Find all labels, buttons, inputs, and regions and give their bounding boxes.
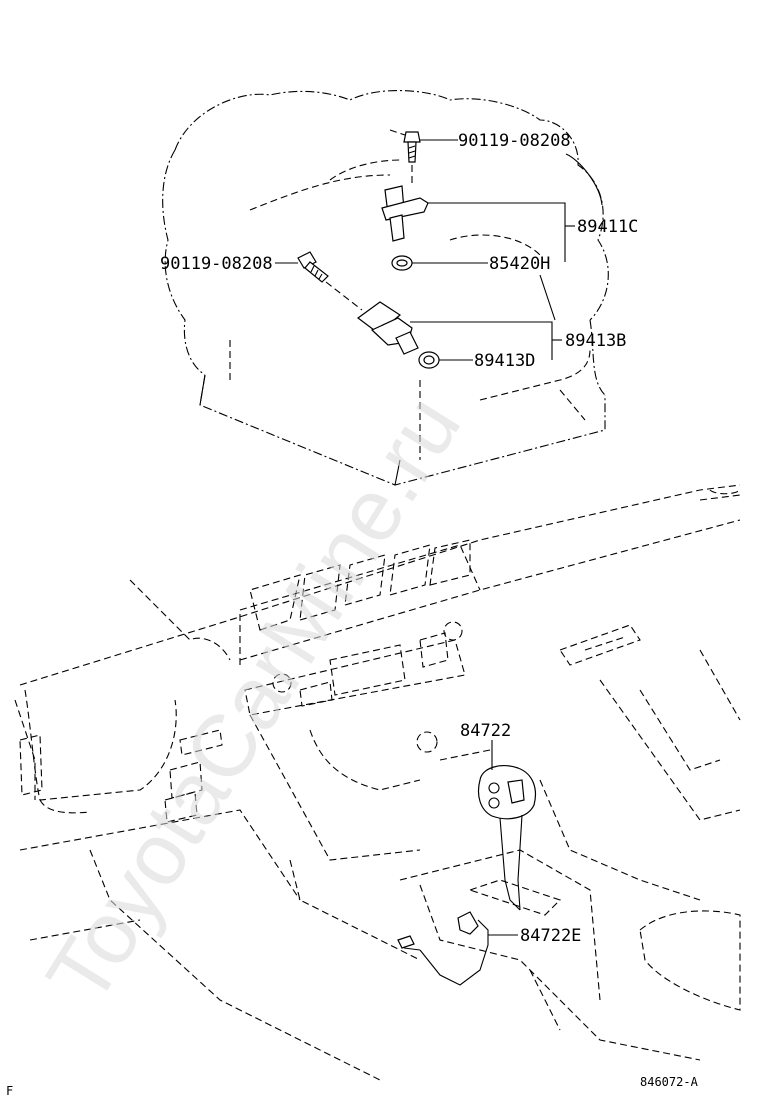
label-shift-knob: 84722 — [460, 721, 511, 741]
label-oring-top: 85420H — [489, 254, 550, 274]
sensor-mid — [356, 301, 419, 355]
oring-mid — [418, 351, 440, 369]
leader-lines-top — [275, 139, 603, 361]
sensor-top — [381, 185, 429, 242]
watermark-text: ToyotaCarMine.ru — [27, 379, 479, 1020]
label-oring-mid: 89413D — [474, 351, 535, 371]
bolt-top — [403, 131, 421, 163]
footer-code: 846072-A — [640, 1075, 699, 1089]
label-sensor-top: 89411C — [577, 217, 638, 237]
label-bolt-left: 90119-08208 — [160, 254, 273, 274]
oring-top — [391, 255, 413, 271]
transmission-outline — [162, 89, 609, 486]
label-bolt-top: 90119-08208 — [458, 131, 571, 151]
bolt-left-dash — [325, 281, 363, 311]
label-shift-switch: 84722E — [520, 926, 581, 946]
corner-mark: F — [6, 1084, 13, 1098]
shift-lever — [477, 765, 537, 911]
shift-switch — [397, 911, 489, 986]
label-sensor-mid: 89413B — [565, 331, 626, 351]
bolt-left — [297, 251, 329, 283]
dashboard-outline — [14, 484, 741, 1081]
